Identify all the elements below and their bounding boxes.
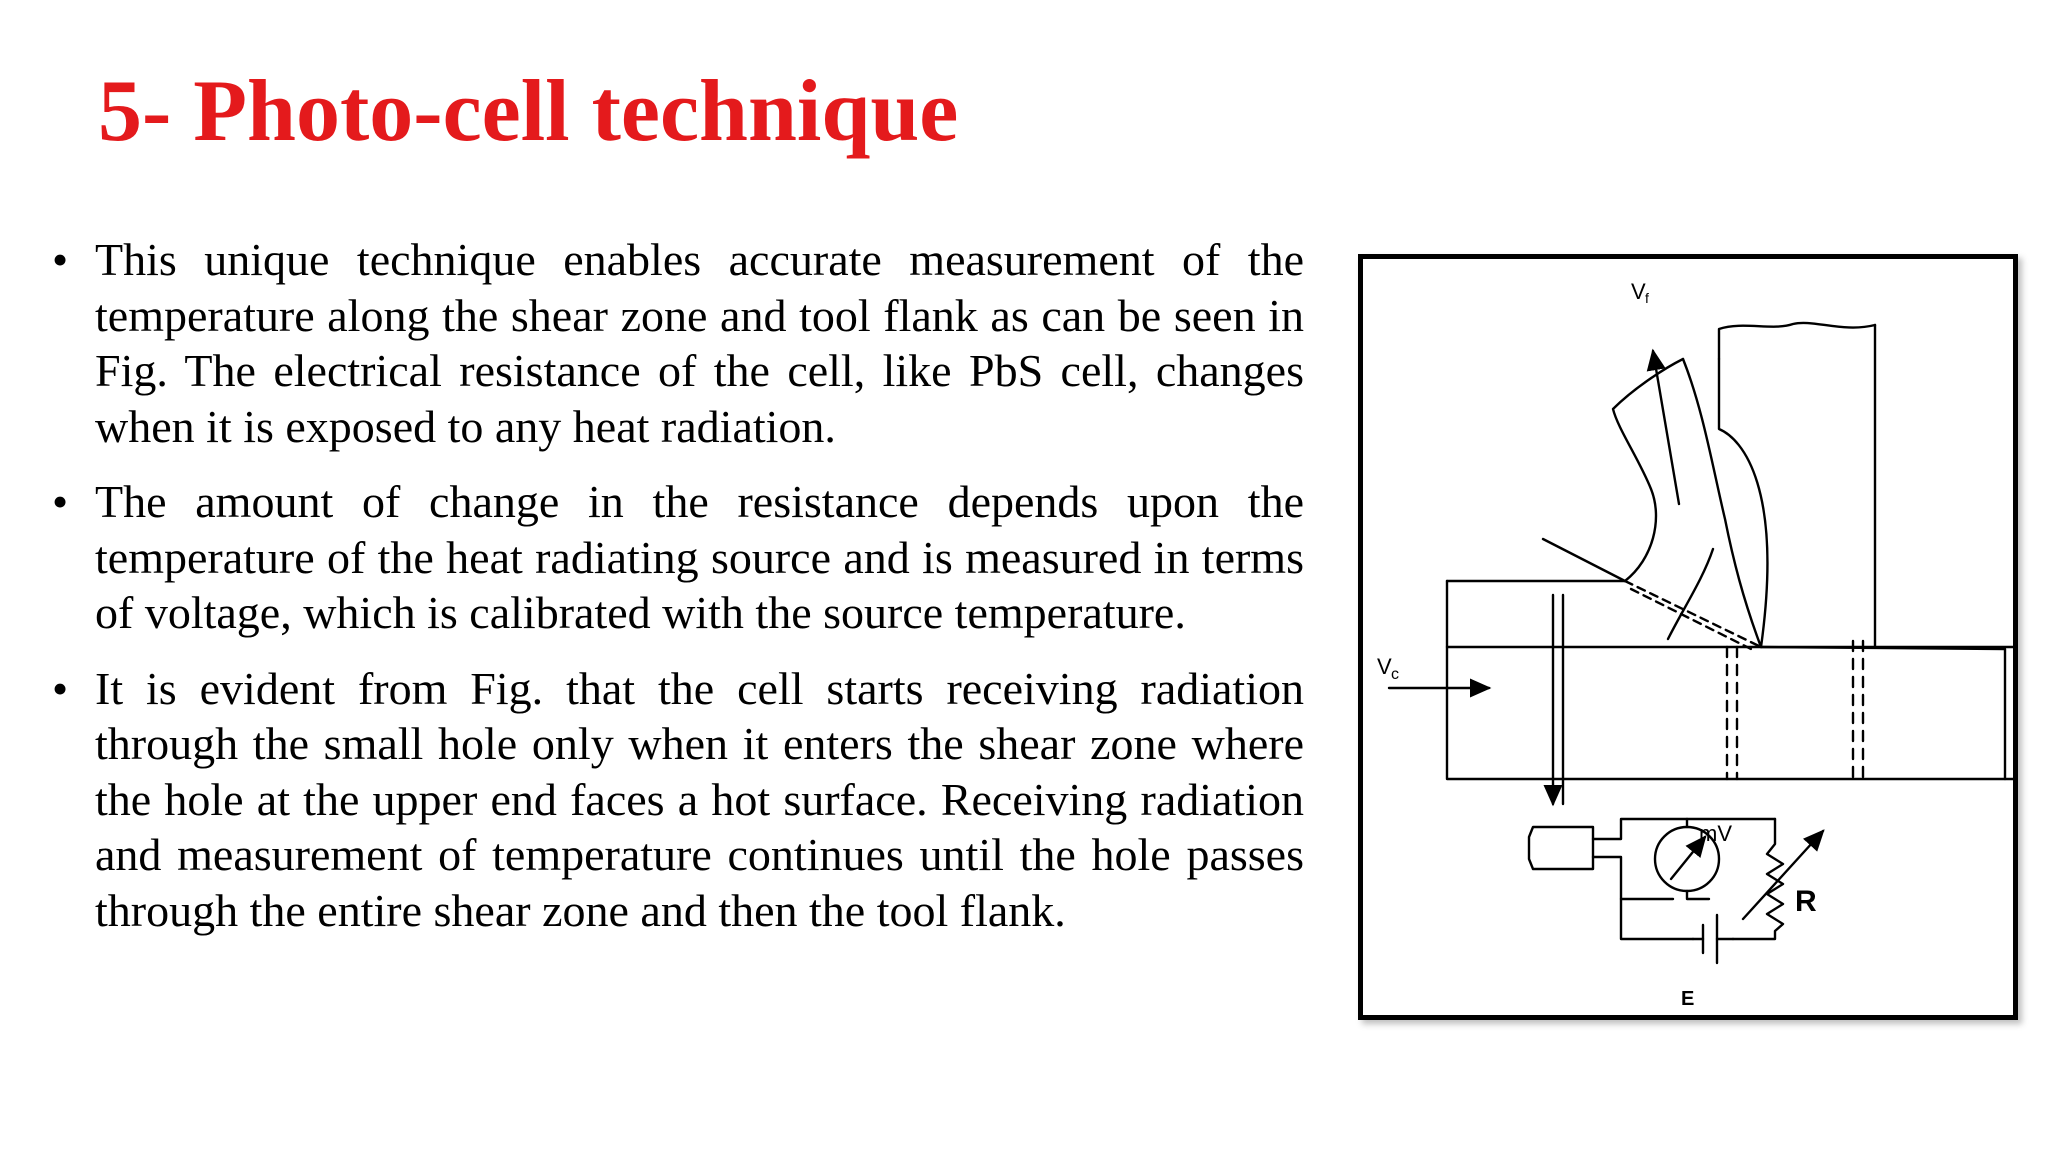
- vf-label: V: [1631, 279, 1646, 304]
- bullet-text: This unique technique enables accurate m…: [95, 234, 1304, 452]
- vf-subscript: f: [1645, 290, 1649, 306]
- bullet-list: • This unique technique enables accurate…: [52, 232, 1304, 958]
- bullet-text: It is evident from Fig. that the cell st…: [95, 662, 1304, 936]
- bullet-item: • It is evident from Fig. that the cell …: [52, 661, 1304, 939]
- slide-title: 5- Photo-cell technique: [98, 63, 959, 160]
- vc-subscript: c: [1391, 666, 1399, 683]
- diagram-drawing: V f V c mV R E: [1377, 279, 2013, 1010]
- hole-lines: [1551, 593, 1865, 806]
- bullet-item: • The amount of change in the resistance…: [52, 474, 1304, 641]
- workpiece: [1445, 579, 2013, 781]
- battery-label: E: [1681, 988, 1694, 1010]
- vf-arrow-icon: [1646, 348, 1681, 506]
- resistor-label: R: [1795, 885, 1817, 918]
- bullet-text: The amount of change in the resistance d…: [95, 476, 1304, 638]
- variable-resistor-arrow-icon: [1741, 829, 1825, 921]
- photo-cell-diagram: V f V c mV R E: [1358, 254, 2018, 1020]
- measurement-circuit: [1527, 817, 1825, 965]
- vc-label: V: [1377, 654, 1392, 679]
- millivolt-label: mV: [1699, 821, 1732, 846]
- bullet-item: • This unique technique enables accurate…: [52, 232, 1304, 454]
- bullet-icon: •: [52, 234, 69, 285]
- bullet-icon: •: [52, 662, 69, 714]
- cutting-tool: [1541, 321, 1877, 649]
- bullet-icon: •: [52, 476, 69, 527]
- chip: [1611, 357, 1763, 653]
